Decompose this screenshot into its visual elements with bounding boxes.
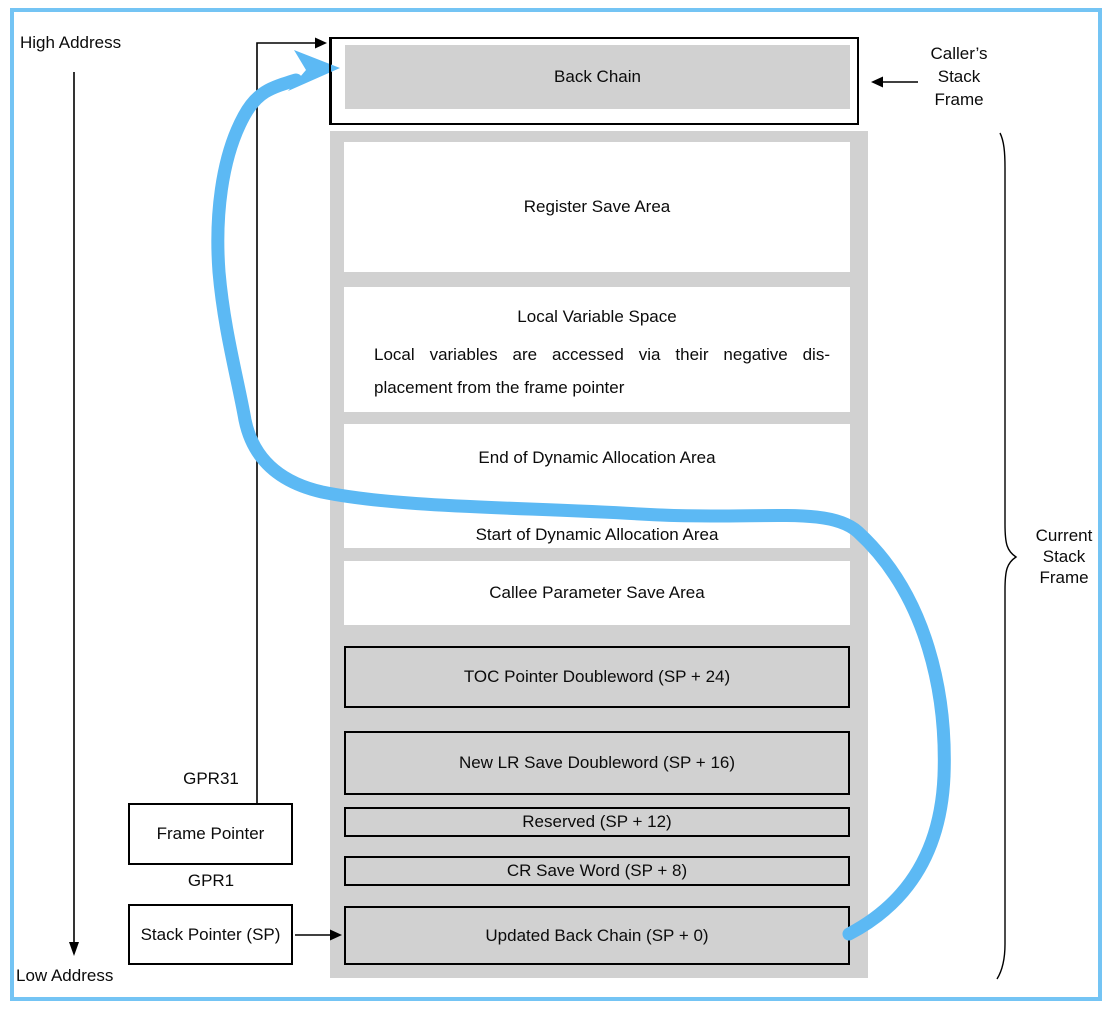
- low-address-label: Low Address: [16, 966, 114, 985]
- cr-save-word-cell: CR Save Word (SP + 8): [344, 856, 850, 886]
- local-variable-space-body-line2: placement from the frame pointer: [374, 378, 625, 397]
- dynamic-allocation-cell: End of Dynamic Allocation Area Start of …: [344, 424, 850, 548]
- register-save-area-cell: Register Save Area: [344, 142, 850, 272]
- gpr1-label: GPR1: [187, 871, 235, 890]
- current-label-line: Frame: [1039, 568, 1089, 587]
- current-label-line: Current: [1035, 526, 1093, 545]
- new-lr-save-doubleword-cell: New LR Save Doubleword (SP + 16): [344, 731, 850, 795]
- current-label-line: Stack: [1042, 547, 1086, 566]
- reserved-cell: Reserved (SP + 12): [344, 807, 850, 837]
- local-variable-space-title: Local Variable Space: [517, 307, 677, 326]
- callers-label-line: Frame: [934, 90, 984, 109]
- frame-pointer-box: Frame Pointer: [128, 803, 293, 865]
- gpr31-label: GPR31: [183, 769, 239, 788]
- end-of-dynamic-allocation-label: End of Dynamic Allocation Area: [478, 448, 716, 467]
- updated-back-chain-cell: Updated Back Chain (SP + 0): [344, 906, 850, 965]
- start-of-dynamic-allocation-label: Start of Dynamic Allocation Area: [475, 525, 719, 544]
- stack-pointer-box: Stack Pointer (SP): [128, 904, 293, 965]
- callers-label-line: Stack: [937, 67, 981, 86]
- high-address-label: High Address: [20, 33, 122, 52]
- caller-back-chain-box: Back Chain: [330, 37, 859, 125]
- callers-label-line: Caller’s: [930, 44, 988, 63]
- callers-stack-frame-label: Caller’s Stack Frame: [916, 42, 1002, 111]
- toc-pointer-doubleword-cell: TOC Pointer Doubleword (SP + 24): [344, 646, 850, 708]
- back-chain-cell: Back Chain: [345, 45, 850, 109]
- local-variable-space-body-line1: Local variables are accessed via their n…: [374, 345, 830, 364]
- current-stack-frame-label: Current Stack Frame: [1022, 525, 1106, 588]
- callee-parameter-save-area-cell: Callee Parameter Save Area: [344, 561, 850, 625]
- local-variable-space-cell: Local Variable Space Local variables are…: [344, 287, 850, 412]
- page-border: [10, 8, 1102, 1001]
